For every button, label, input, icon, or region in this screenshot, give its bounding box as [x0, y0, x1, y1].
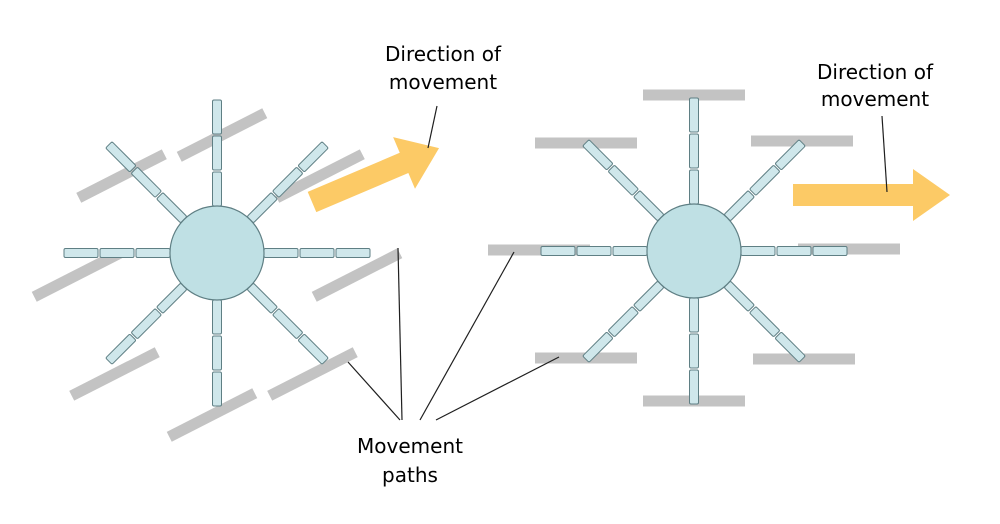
spoke-segment-right-nw-3: [582, 139, 613, 170]
spoke-right-se: [724, 281, 806, 363]
movement-path-left-n: [176, 108, 268, 162]
spoke-segment-right-n-2: [689, 133, 699, 169]
spoke-segment-right-w-3: [540, 246, 576, 256]
spoke-segment-left-e-3: [335, 248, 371, 258]
spoke-segment-left-ne-3: [298, 141, 329, 172]
spoke-segment-right-w-2: [576, 246, 612, 256]
spoke-right-sw: [582, 281, 664, 363]
direction-label-left-line1: Direction of: [385, 42, 502, 66]
movement-path-left-w: [31, 248, 123, 302]
spoke-segment-right-n-1: [689, 169, 699, 205]
direction-label-left-line2: movement: [389, 70, 497, 94]
spoke-left-sw: [105, 283, 187, 365]
spoke-right-nw: [582, 139, 664, 221]
movement-path-left-s: [166, 388, 258, 442]
spoke-segment-right-se-2: [749, 306, 780, 337]
direction-label-right-word2: of: [914, 60, 934, 84]
hub-right: [646, 203, 742, 299]
spoke-right-e: [740, 246, 848, 256]
spoke-left-ne: [247, 141, 329, 223]
spoke-segment-left-s-3: [212, 371, 222, 407]
spoke-segment-left-s-2: [212, 335, 222, 371]
spoke-segment-right-e-2: [776, 246, 812, 256]
spoke-segment-right-n-3: [689, 97, 699, 133]
spoke-segment-left-se-2: [272, 308, 303, 339]
leader-line-paths-2: [397, 247, 403, 421]
direction-label-right-line1: Direction of: [817, 60, 934, 84]
leader-line-paths-3: [419, 251, 515, 421]
hub-left: [169, 205, 265, 301]
spoke-segment-right-sw-2: [608, 306, 639, 337]
spoke-segment-left-w-1: [135, 248, 171, 258]
spoke-segment-left-n-1: [212, 171, 222, 207]
spoke-segment-left-nw-2: [131, 167, 162, 198]
direction-label-right-word1: Direction: [817, 60, 907, 84]
spoke-left-w: [63, 248, 171, 258]
spoke-segment-left-e-2: [299, 248, 335, 258]
spoke-segment-left-w-2: [99, 248, 135, 258]
leader-line-direction-left: [427, 105, 438, 149]
spoke-right-s: [689, 297, 699, 405]
spoke-segment-left-ne-2: [272, 167, 303, 198]
spoke-segment-left-w-3: [63, 248, 99, 258]
spoke-left-nw: [105, 141, 187, 223]
spoke-left-e: [263, 248, 371, 258]
spoke-segment-right-sw-3: [582, 332, 613, 363]
movement-path-left-sw: [69, 347, 160, 401]
spoke-left-s: [212, 299, 222, 407]
spoke-right-ne: [724, 139, 806, 221]
spoke-segment-left-sw-2: [131, 308, 162, 339]
spoke-segment-right-e-3: [812, 246, 848, 256]
spoke-left-n: [212, 99, 222, 207]
spoke-right-n: [689, 97, 699, 205]
spoke-segment-right-s-3: [689, 369, 699, 405]
spoke-segment-right-w-1: [612, 246, 648, 256]
radial-spokes-left: [63, 99, 371, 407]
movement-path-left-se: [267, 347, 358, 401]
movement-path-left-ne: [274, 149, 365, 203]
direction-label-right-line2: movement: [821, 87, 929, 111]
spoke-segment-left-se-3: [298, 334, 329, 365]
spoke-segment-right-se-3: [775, 332, 806, 363]
movement-path-left-nw: [76, 149, 167, 203]
leader-line-direction-right: [881, 115, 888, 193]
leader-line-paths-4: [435, 356, 560, 421]
direction-arrow-right: [793, 169, 950, 221]
spoke-right-w: [540, 246, 648, 256]
spoke-segment-left-n-3: [212, 99, 222, 135]
spoke-segment-right-s-2: [689, 333, 699, 369]
spoke-segment-left-sw-3: [105, 334, 136, 365]
leader-line-paths-1: [347, 361, 401, 421]
direction-arrow-left: [307, 137, 440, 213]
spoke-segment-left-nw-3: [105, 141, 136, 172]
movement-path-left-e: [311, 248, 403, 302]
spoke-segment-right-ne-3: [775, 139, 806, 170]
spoke-segment-right-s-1: [689, 297, 699, 333]
movement-paths-label-line2: paths: [382, 463, 438, 487]
spoke-segment-right-nw-2: [608, 165, 639, 196]
radial-spokes-right: [540, 97, 848, 405]
spoke-segment-right-e-1: [740, 246, 776, 256]
leader-lines: [347, 105, 888, 421]
spoke-segment-left-n-2: [212, 135, 222, 171]
spoke-segment-left-e-1: [263, 248, 299, 258]
movement-paths-left: [31, 108, 403, 442]
movement-paths-label-line1: Movement: [357, 434, 463, 458]
spoke-segment-right-ne-2: [749, 165, 780, 196]
spoke-segment-left-s-1: [212, 299, 222, 335]
